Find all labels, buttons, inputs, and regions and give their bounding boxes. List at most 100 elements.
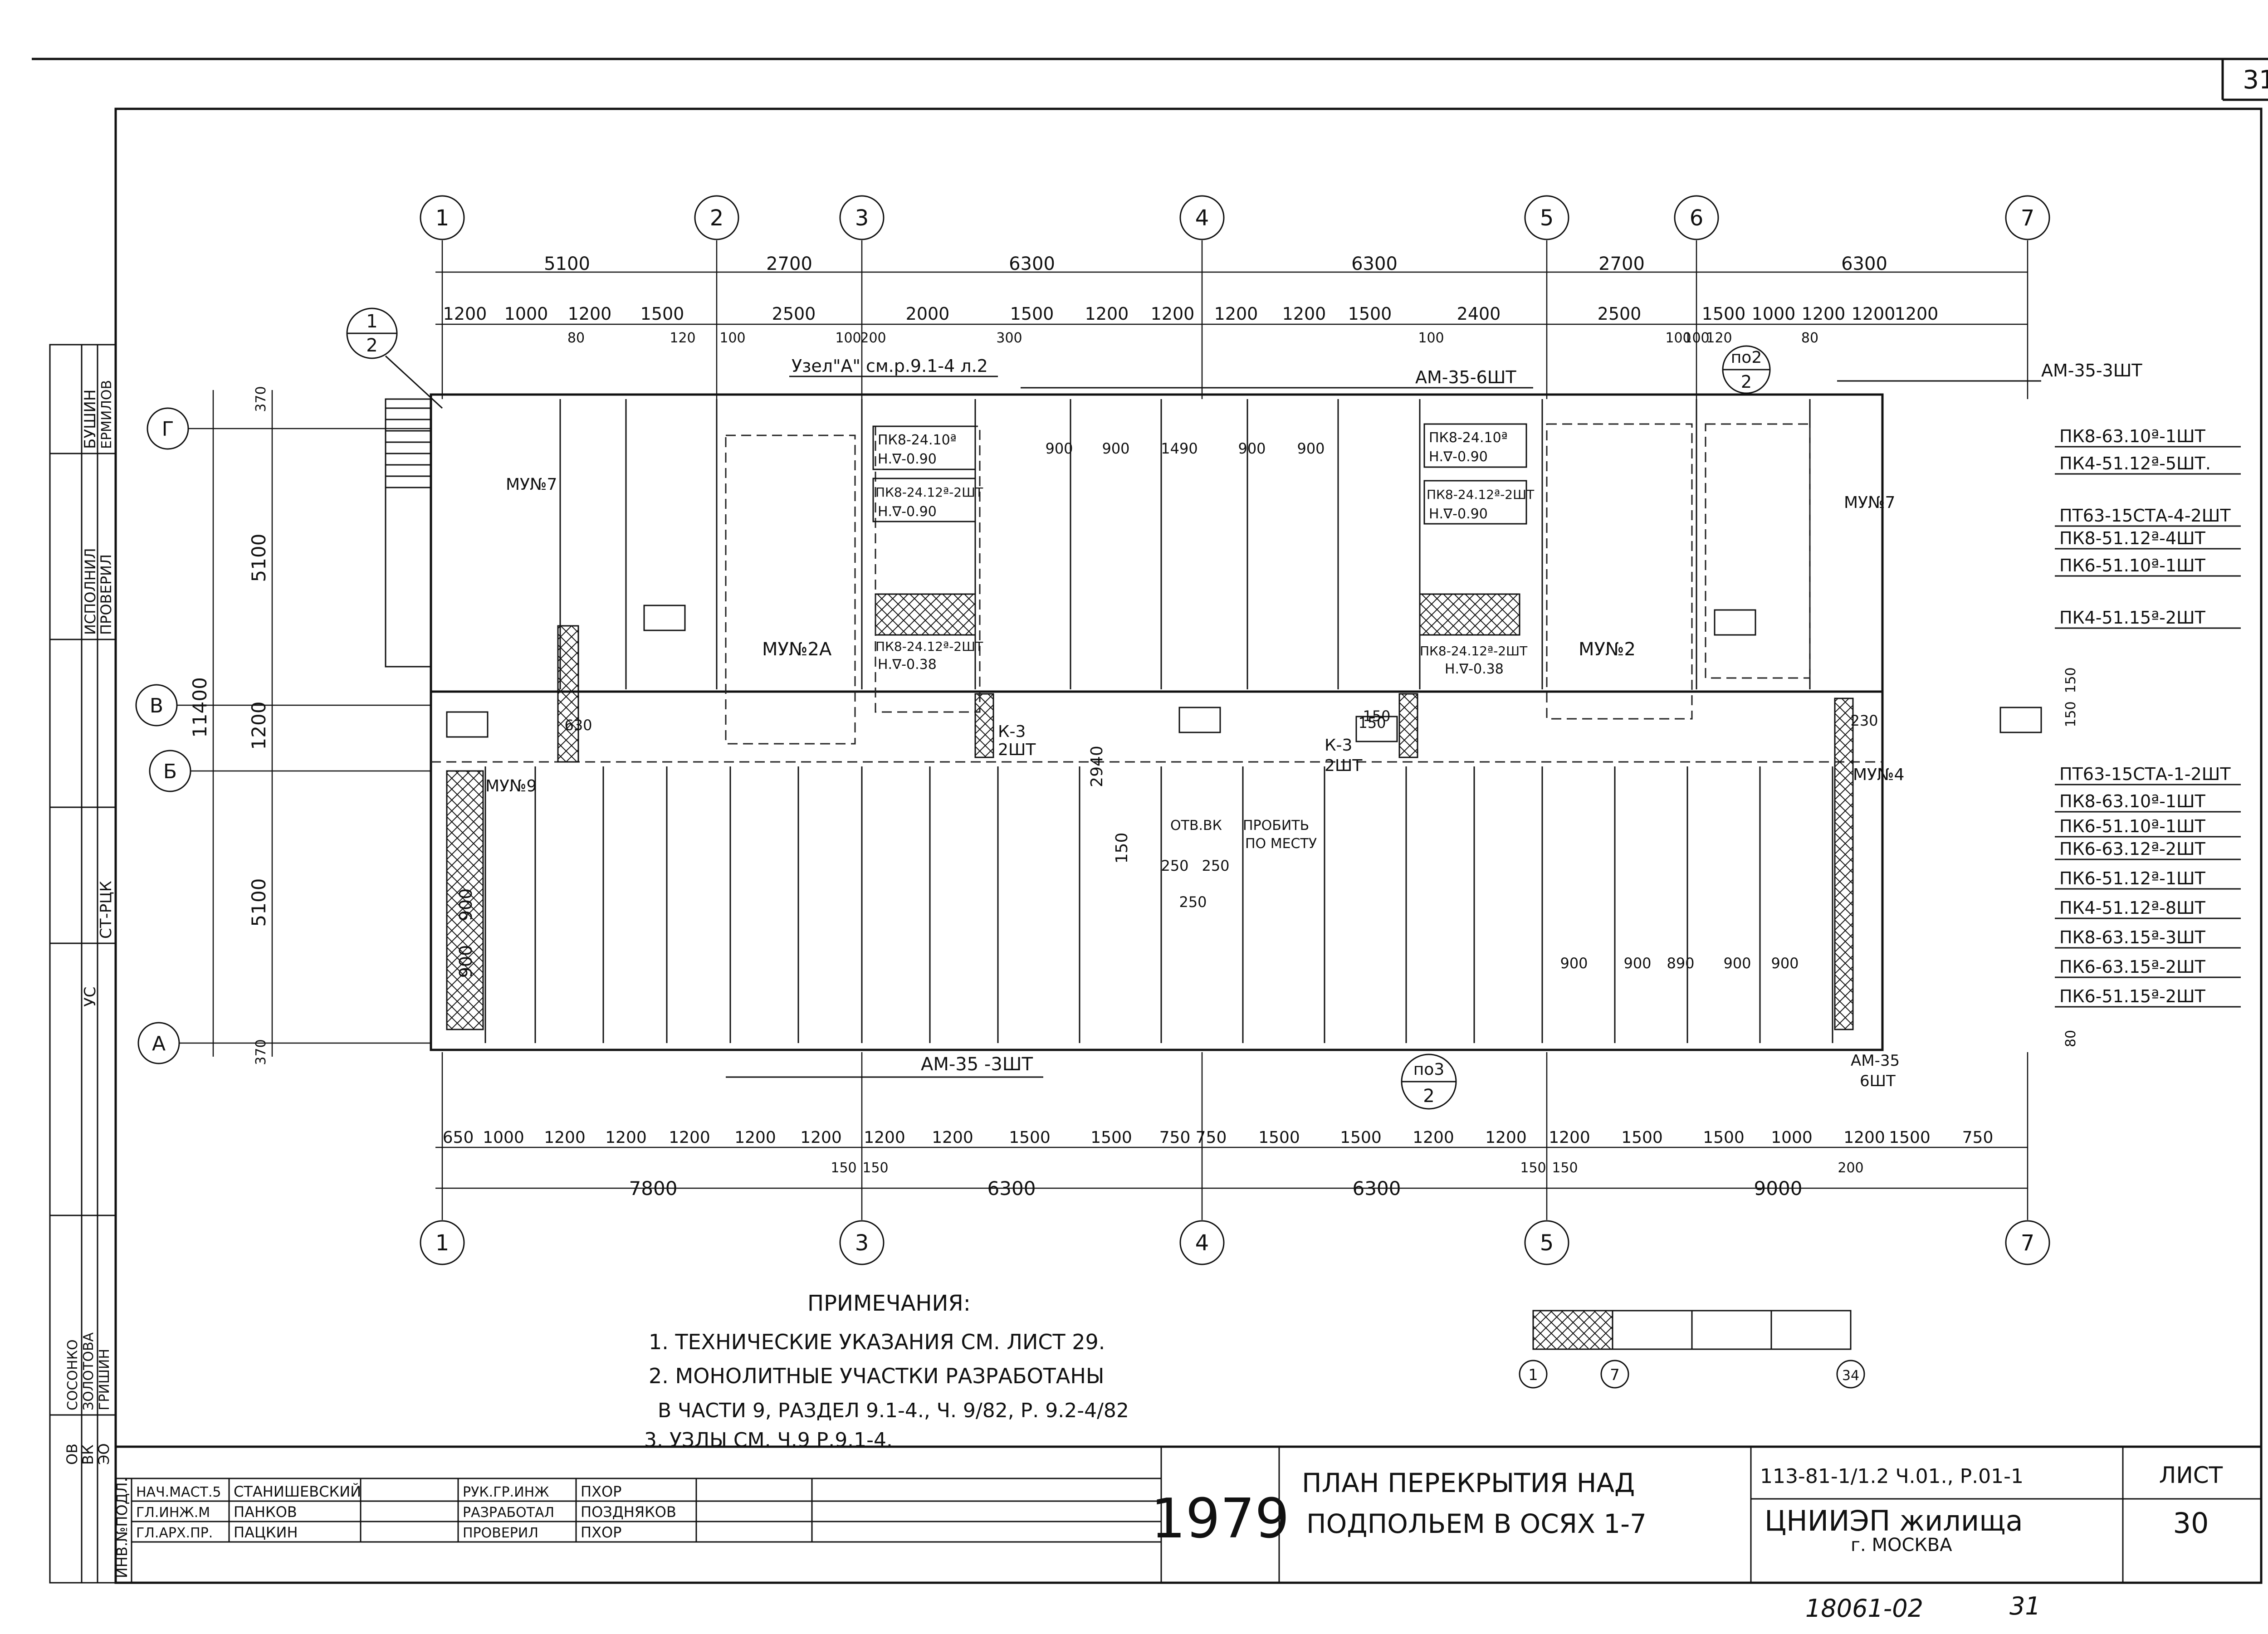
callout-po3-top: по3 xyxy=(1413,1060,1444,1079)
otv-label: ОТВ.ВК xyxy=(1170,818,1222,834)
node-a-label: Узел"А" см.р.9.1-4 л.2 xyxy=(792,356,988,376)
dim-inner: 900 xyxy=(1045,440,1073,457)
pk-left-1: ПК8-24.10ª xyxy=(878,432,957,448)
dim-left-detail: 5100 xyxy=(248,534,270,582)
dim-bottom-detail: 1000 xyxy=(1771,1128,1813,1147)
dim-top-overall: 2700 xyxy=(1598,254,1645,274)
key-diagram: 1 7 34 xyxy=(1519,1310,1865,1389)
dim-top-small: 100 xyxy=(835,330,861,346)
dim-bottom-small: 150 xyxy=(1552,1160,1578,1176)
note-3: 3. УЗЛЫ СМ. Ч.9 Р.9.1-4. xyxy=(644,1429,893,1452)
notes-title: ПРИМЕЧАНИЯ: xyxy=(807,1291,971,1316)
key-a: 1 xyxy=(1528,1366,1538,1384)
dim-inner: 630 xyxy=(564,717,592,734)
schedule-item: ПК4-51.12ª-5ШТ. xyxy=(2059,454,2211,473)
dim-top-small: 120 xyxy=(1706,330,1732,346)
axis-label-top-1: 1 xyxy=(435,205,450,231)
side-stamp: БУШИН ЕРМИЛОВ ИСПОЛНИЛ ПРОВЕРИЛ УС СТ-РЦ… xyxy=(49,344,117,1584)
axis-bubble-bottom-5 xyxy=(1524,1220,1569,1265)
dim-bottom-small: 150 xyxy=(1520,1160,1546,1176)
dim-top-detail: 1500 xyxy=(1010,304,1054,324)
dim-bottom-detail: 1500 xyxy=(1889,1128,1931,1147)
title-line-2: ПОДПОЛЬЕМ В ОСЯХ 1-7 xyxy=(1306,1508,1647,1539)
opening-dashed xyxy=(1705,423,1811,679)
po-mestu-label: ПО МЕСТУ xyxy=(1245,836,1317,852)
k3-left-q: 2ШТ xyxy=(998,741,1036,759)
pk-right-3: ПК8-24.12ª-2ШТ xyxy=(1420,644,1528,658)
pk-left-3: ПК8-24.12ª-2ШТ xyxy=(875,639,983,654)
sheet-number: 30 xyxy=(2173,1507,2209,1540)
dim-bottom-detail: 1200 xyxy=(605,1128,647,1147)
am-top-right: АМ-35-3ШТ xyxy=(2041,361,2142,380)
dim-bottom-detail: 1200 xyxy=(932,1128,973,1147)
dim-bottom-detail: 1000 xyxy=(483,1128,524,1147)
dim-top-detail: 1000 xyxy=(504,304,548,324)
dim-top-small: 80 xyxy=(1801,330,1818,346)
footer-handwritten-2: 31 xyxy=(2009,1592,2041,1620)
muh7-left: МУ№7 xyxy=(506,475,557,494)
monolith-k3-left xyxy=(974,693,994,758)
axis-bubble-bottom-1 xyxy=(420,1220,465,1265)
axis-label-top-7: 7 xyxy=(2021,205,2035,231)
dim-top-detail: 1500 xyxy=(1702,304,1746,324)
dim-top-detail: 1200 xyxy=(568,304,612,324)
drawing-frame xyxy=(114,107,2263,1584)
stamp-name: ПАЦКИН xyxy=(234,1524,298,1541)
side-role-1: ИСПОЛНИЛ xyxy=(82,548,99,635)
dim-inner: 230 xyxy=(1850,712,1878,729)
dim-inner: 900 xyxy=(1102,440,1129,457)
dim-bottom-overall: 6300 xyxy=(987,1177,1036,1200)
pk-right-1: ПК8-24.10ª xyxy=(1429,430,1508,446)
side-ov: ОВ xyxy=(64,1444,81,1465)
axis-label-top-3: 3 xyxy=(855,205,869,231)
note-2: 2. МОНОЛИТНЫЕ УЧАСТКИ РАЗРАБОТАНЫ xyxy=(649,1364,1105,1388)
stamp-name: СТАНИШЕВСКИЙ xyxy=(234,1483,361,1500)
slab-panels xyxy=(446,399,2042,1043)
pk-right-1h: Н.∇-0.90 xyxy=(1429,449,1488,465)
dim-top-small: 100 xyxy=(1418,330,1444,346)
opening-dashed xyxy=(725,434,856,745)
pk-right-3h: Н.∇-0.38 xyxy=(1445,661,1504,677)
probit-label: ПРОБИТЬ xyxy=(1243,818,1309,834)
dim-bottom-detail: 1500 xyxy=(1258,1128,1300,1147)
callout-po3: по3 2 xyxy=(1401,1054,1457,1110)
schedule-item: ПК6-51.10ª-1ШТ xyxy=(2059,816,2206,836)
dim-bottom-detail: 750 xyxy=(1196,1128,1227,1147)
dim-bottom-small: 200 xyxy=(1838,1160,1863,1176)
stair xyxy=(385,398,432,668)
dim-bottom-overall: 6300 xyxy=(1353,1177,1401,1200)
axis-bubble-top-4 xyxy=(1179,195,1225,240)
dim-top-small: 100 xyxy=(1683,330,1709,346)
dim-top-small: 80 xyxy=(567,330,585,346)
side-name-1: БУШИН xyxy=(81,390,99,449)
dim-top-small: 120 xyxy=(670,330,695,346)
axis-label-bottom-7: 7 xyxy=(2021,1230,2035,1256)
pk-left-1h: Н.∇-0.90 xyxy=(878,451,937,467)
dim-bottom-detail: 750 xyxy=(1962,1128,1994,1147)
side-n2: ЗОЛОТОВА xyxy=(81,1332,97,1410)
side-n1: СОСОНКО xyxy=(65,1339,81,1410)
note-2b: В ЧАСТИ 9, РАЗДЕЛ 9.1-4., Ч. 9/82, Р. 9.… xyxy=(658,1399,1129,1422)
dim-bottom-detail: 650 xyxy=(443,1128,474,1147)
dim-inner: 150 xyxy=(1113,833,1131,864)
dim-top-detail: 2500 xyxy=(1598,304,1642,324)
muh2: МУ№2 xyxy=(1579,639,1636,660)
monolith-right xyxy=(1419,593,1520,636)
dim-bottom-overall: 9000 xyxy=(1754,1177,1803,1200)
title-line-1: ПЛАН ПЕРЕКРЫТИЯ НАД xyxy=(1302,1468,1635,1498)
dim-bottom-detail: 1200 xyxy=(1413,1128,1454,1147)
org-city: г. МОСКВА xyxy=(1851,1535,1952,1556)
axis-bubble-top-7 xyxy=(2005,195,2050,240)
dim-top-overall: 6300 xyxy=(1351,254,1398,274)
schedule-item: ПК6-51.15ª-2ШТ xyxy=(2059,986,2206,1006)
dim-bottom-detail: 1500 xyxy=(1090,1128,1132,1147)
dim-left-overall: 11400 xyxy=(189,677,211,738)
dim-top-detail: 2400 xyxy=(1457,304,1501,324)
schedule-item: ПК8-51.12ª-4ШТ xyxy=(2059,528,2206,548)
dim-inner: 900 xyxy=(1771,955,1799,972)
axis-bubble-bottom-7 xyxy=(2005,1220,2050,1265)
